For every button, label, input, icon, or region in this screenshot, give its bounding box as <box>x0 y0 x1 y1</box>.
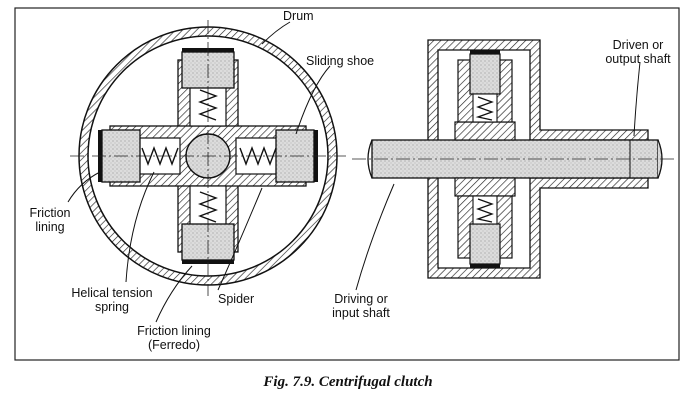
shoe-lower <box>469 223 501 265</box>
label-friction-lining-left-1: Friction <box>29 206 71 220</box>
label-spider: Spider <box>218 292 255 306</box>
label-driven-shaft-1: Driven or <box>612 38 664 52</box>
label-helical-spring-1: Helical tension <box>71 286 153 300</box>
label-friction-lining-ferredo-2: (Ferredo) <box>147 338 201 352</box>
label-sliding-shoe: Sliding shoe <box>306 54 375 68</box>
side-view <box>352 39 676 279</box>
figure-border <box>14 7 680 361</box>
end-view <box>70 20 346 296</box>
spider-hub-upper <box>454 121 516 141</box>
lining-lower <box>470 264 500 268</box>
label-driving-shaft-1: Driving or <box>334 292 388 306</box>
lining-upper <box>470 50 500 54</box>
label-friction-lining-ferredo-1: Friction lining <box>137 324 211 338</box>
label-driving-shaft-2: input shaft <box>332 306 390 320</box>
spider-hub-lower <box>454 177 516 197</box>
label-drum: Drum <box>283 9 314 23</box>
label-friction-lining-left-2: lining <box>35 220 65 234</box>
leader-lines <box>67 21 641 323</box>
drum-section <box>427 39 649 279</box>
shoe-upper <box>469 53 501 95</box>
label-helical-spring-2: spring <box>94 300 130 314</box>
label-driven-shaft-2: output shaft <box>605 52 671 66</box>
centre-lines <box>70 20 346 296</box>
side-springs <box>475 96 494 223</box>
figure-caption: Fig. 7.9. Centrifugal clutch <box>263 374 433 390</box>
